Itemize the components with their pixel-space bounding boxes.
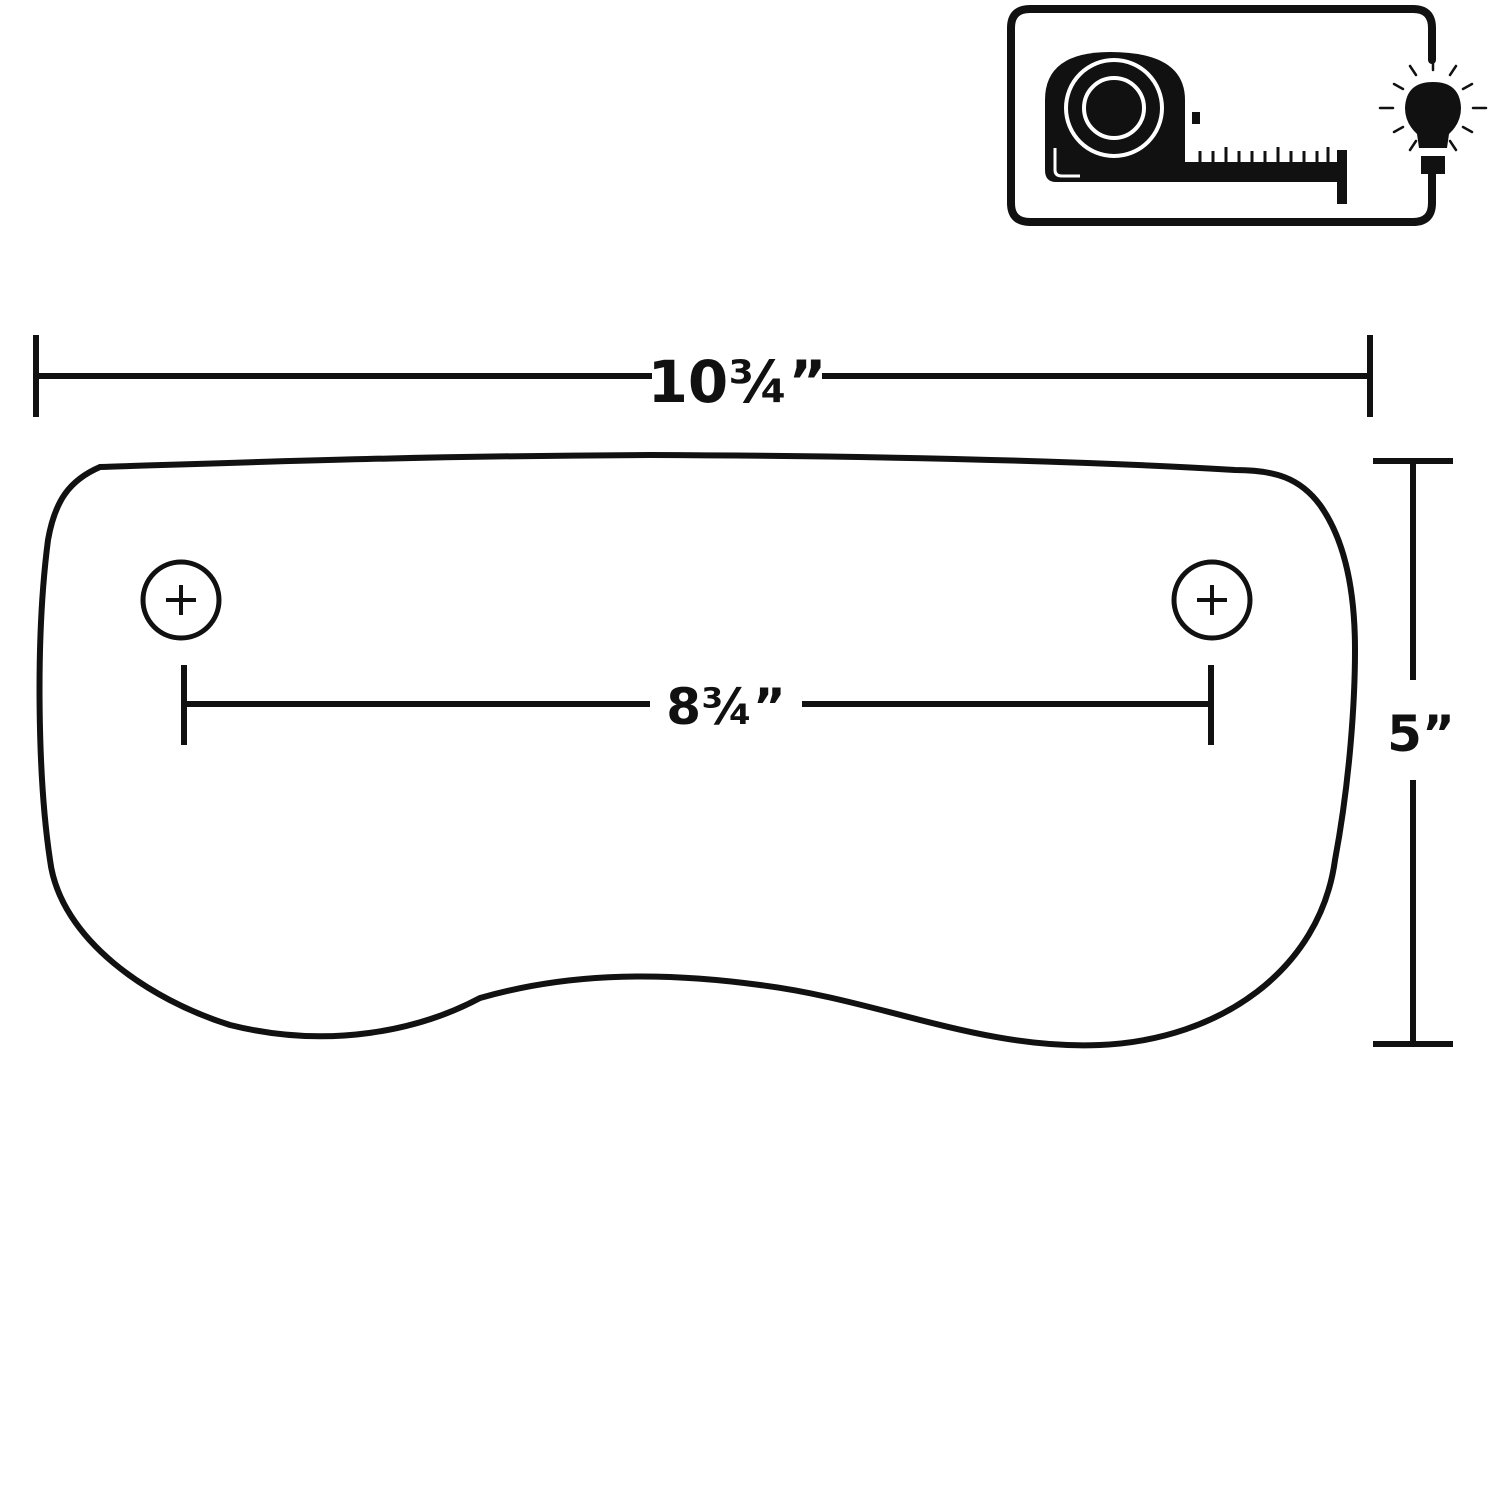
mounting-hole-right xyxy=(1171,559,1253,641)
shape-outline xyxy=(36,451,1359,1049)
hole-spacing-label: 8¾” xyxy=(666,678,785,736)
light-bulb-icon xyxy=(1378,56,1488,174)
height-dimension: 5” xyxy=(1373,458,1455,1047)
overall-width-dimension: 10¾” xyxy=(33,335,1373,417)
overall-width-label: 10¾” xyxy=(648,348,827,416)
tape-measure-icon xyxy=(1045,52,1347,204)
badge-frame xyxy=(1007,5,1436,226)
measurement-badge xyxy=(1007,5,1488,226)
height-label: 5” xyxy=(1387,705,1455,763)
mounting-hole-left xyxy=(140,559,222,641)
hole-spacing-dimension: 8¾” xyxy=(181,665,1214,745)
